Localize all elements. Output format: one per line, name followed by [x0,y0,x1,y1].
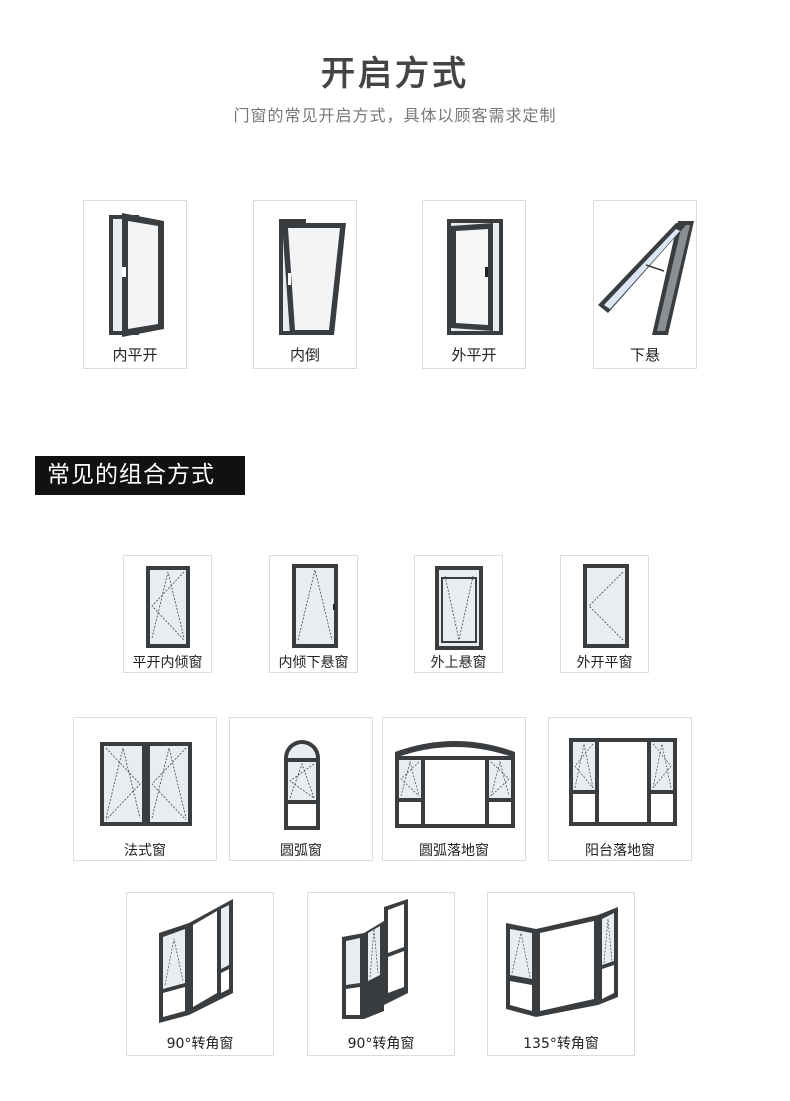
card-corner-90[interactable]: 90°转角窗 [126,892,274,1056]
french-window-icon [100,742,192,826]
card-french[interactable]: 法式窗 [73,717,217,861]
card-side-hung[interactable]: 外开平窗 [560,555,649,673]
label-corner-135: 135°转角窗 [523,1036,599,1052]
label-tilt-turn: 平开内倾窗 [132,655,203,671]
card-tilt-turn[interactable]: 平开内倾窗 [123,555,212,673]
label-inward-casement: 内平开 [112,346,158,364]
top-hung-window-icon [435,566,483,650]
label-arched-floor: 圆弧落地窗 [419,843,489,859]
label-balcony-floor: 阳台落地窗 [585,843,655,859]
label-corner-90: 90°转角窗 [166,1036,234,1052]
card-balcony-floor[interactable]: 阳台落地窗 [548,717,692,861]
page-subtitle: 门窗的常见开启方式，具体以顾客需求定制 [233,106,557,125]
card-inward-casement[interactable]: 内平开 [83,200,187,369]
card-corner-90-b[interactable]: 90°转角窗 [307,892,455,1056]
page-title: 开启方式 [321,54,469,94]
arched-window-icon [284,740,320,830]
label-corner-90-b: 90°转角窗 [347,1036,415,1052]
label-top-hung: 外上悬窗 [430,655,487,671]
tilt-turn-window-icon [146,566,190,648]
card-top-hung[interactable]: 外上悬窗 [414,555,503,673]
label-bottom-hung: 下悬 [629,346,660,364]
label-outward-casement: 外平开 [451,346,497,364]
label-arched: 圆弧窗 [280,843,322,859]
outward-casement-window-icon [447,219,503,335]
label-tilt-in: 内倒 [289,346,320,364]
label-french: 法式窗 [124,843,166,859]
side-hung-window-icon [583,564,629,648]
corner-window-90-b-icon [342,899,408,1019]
corner-window-90-icon [159,899,233,1023]
card-corner-135[interactable]: 135°转角窗 [487,892,635,1056]
label-side-hung: 外开平窗 [576,655,633,671]
card-arched[interactable]: 圆弧窗 [229,717,373,861]
tilt-hopper-window-icon [292,564,338,648]
section-title: 常见的组合方式 [35,456,245,495]
inward-casement-window-icon [109,213,164,337]
arched-floor-window-icon [395,741,515,828]
card-bottom-hung[interactable]: 下悬 [593,200,697,369]
card-arched-floor[interactable]: 圆弧落地窗 [382,717,526,861]
card-outward-casement[interactable]: 外平开 [422,200,526,369]
label-tilt-hopper: 内倾下悬窗 [278,655,349,671]
card-tilt-in[interactable]: 内倒 [253,200,357,369]
tilt-in-window-icon [279,219,346,335]
balcony-floor-window-icon [569,738,677,826]
bottom-hung-window-icon [598,221,694,335]
card-tilt-hopper[interactable]: 内倾下悬窗 [269,555,358,673]
corner-window-135-icon [506,907,618,1017]
